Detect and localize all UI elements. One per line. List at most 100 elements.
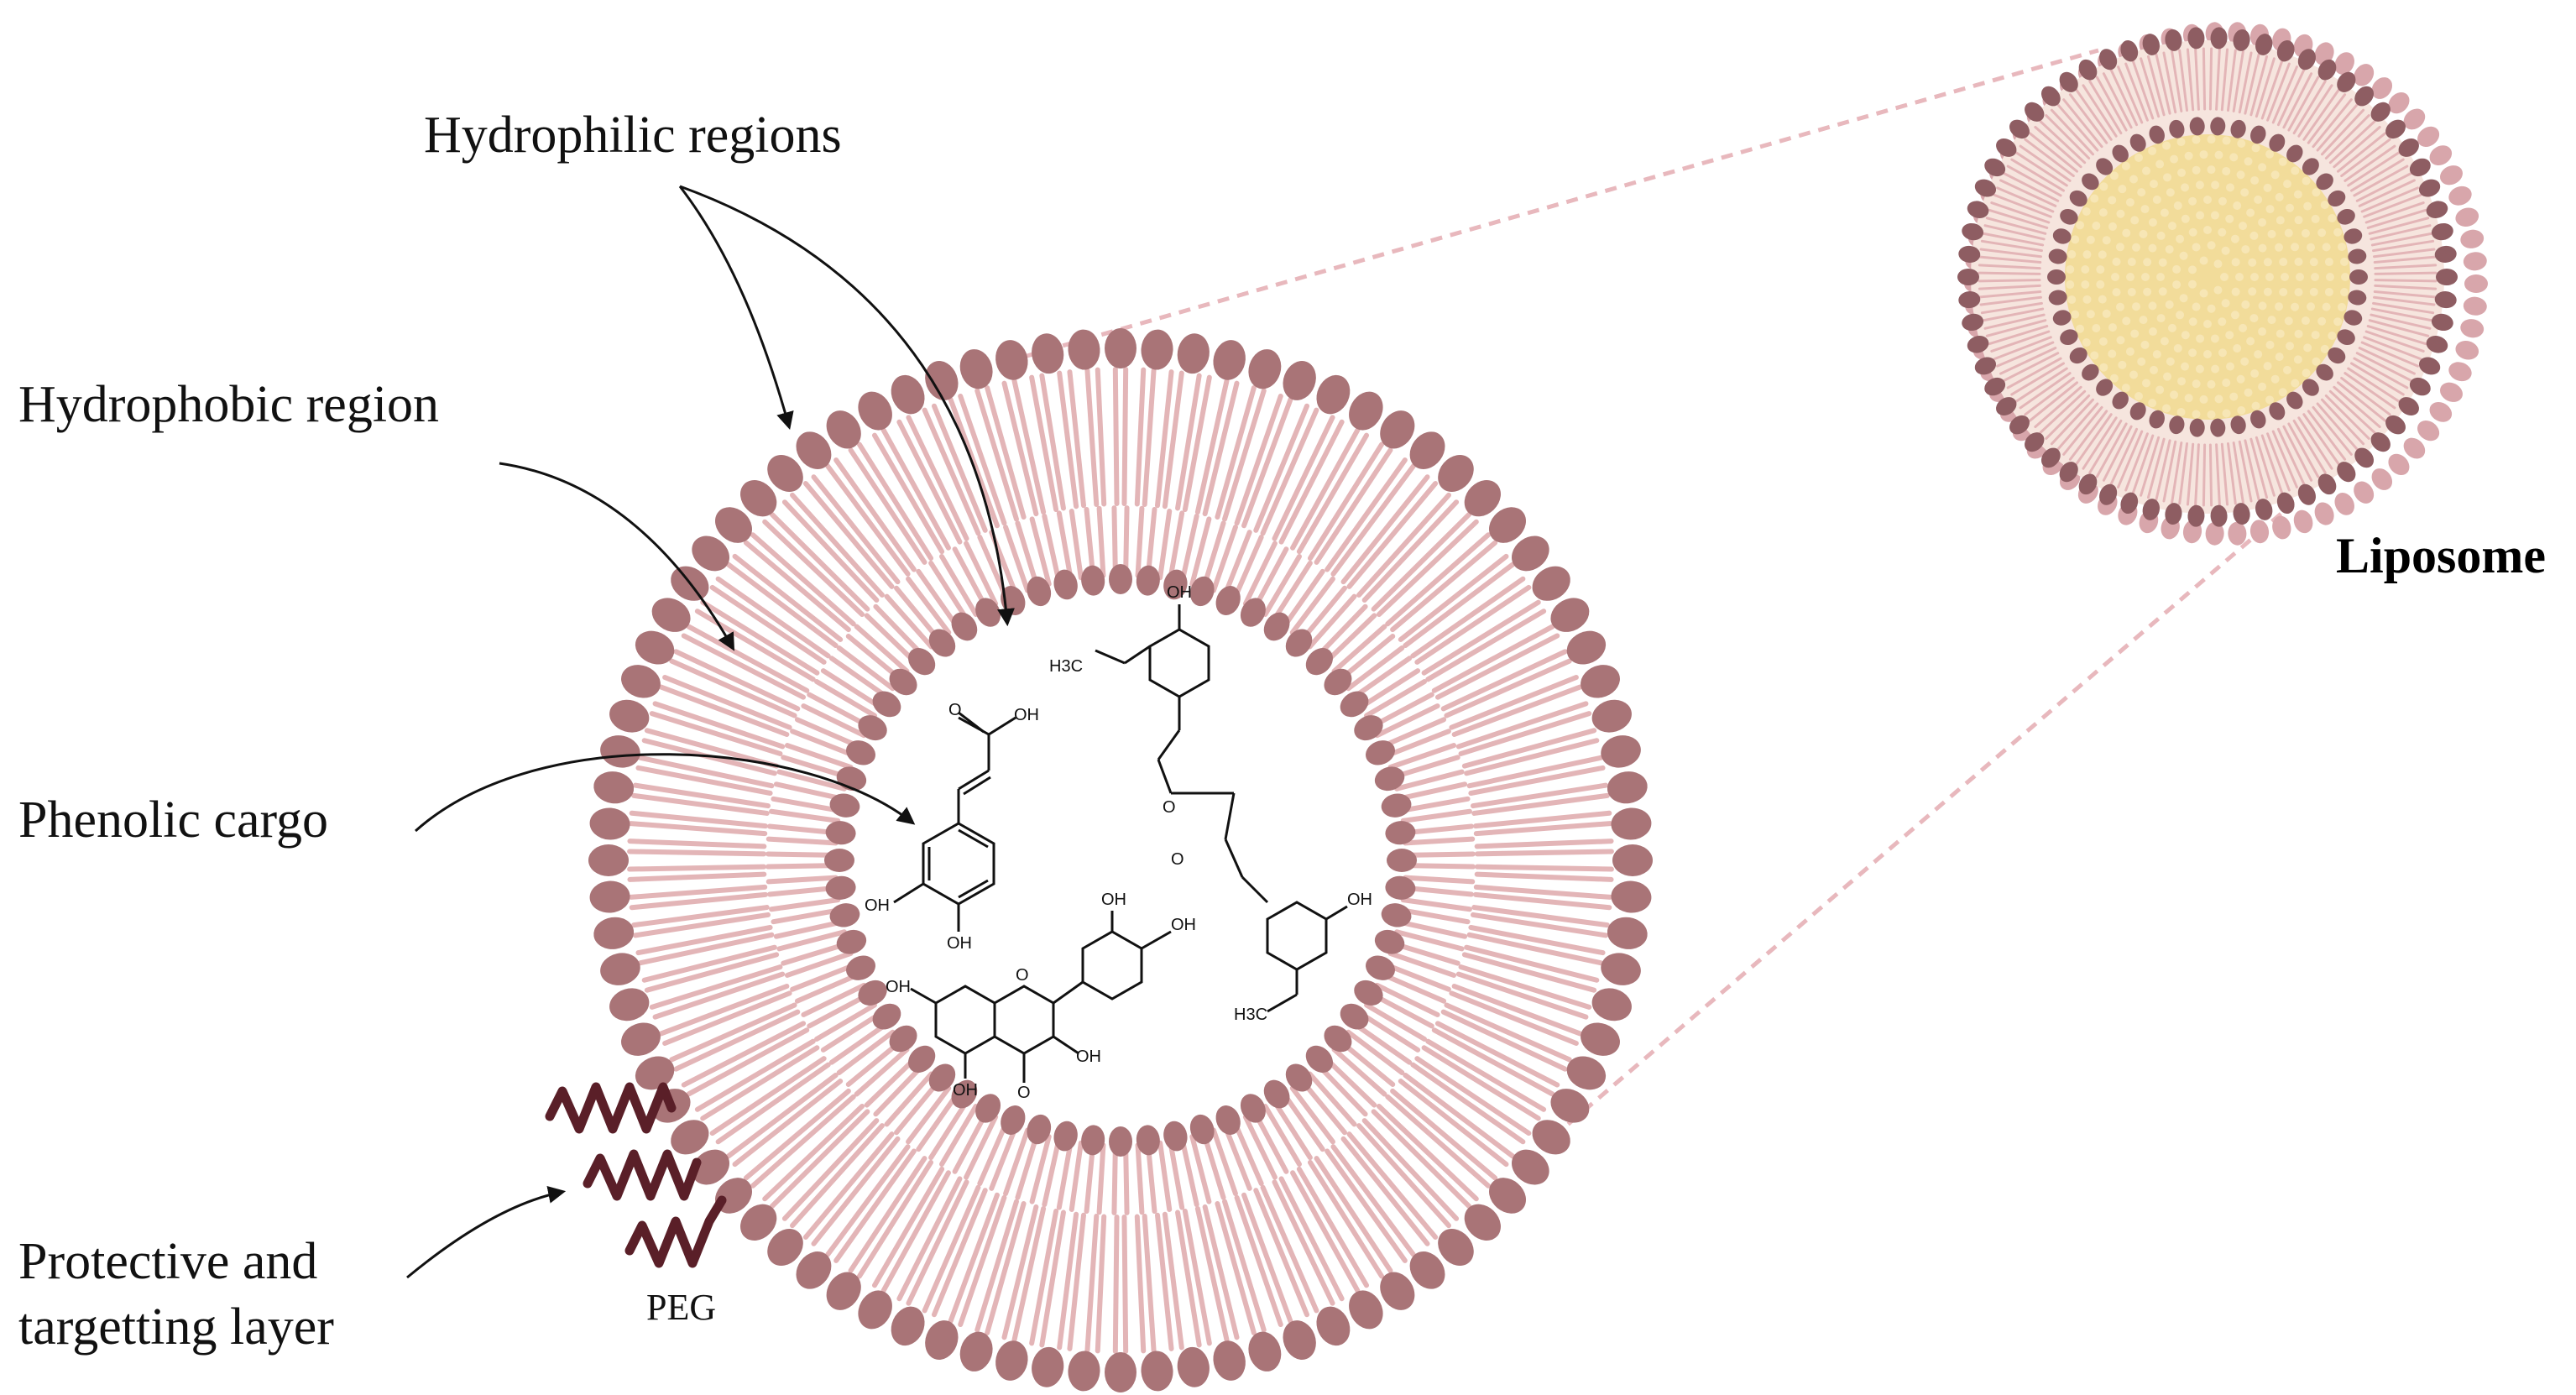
lipid-head — [846, 955, 875, 980]
lipid-tail — [1222, 1199, 1267, 1333]
lipid-tail — [985, 384, 1027, 520]
lipid-tail — [1289, 576, 1335, 635]
lipid-tail — [2373, 295, 2436, 306]
lipid-tail — [709, 584, 827, 665]
lipid-head — [1177, 333, 1210, 374]
lipid-tail — [1314, 1156, 1393, 1273]
core-dot — [2254, 350, 2263, 359]
lipid-tail — [1253, 1188, 1310, 1318]
lipid-tail — [2276, 68, 2306, 127]
core-dot — [2291, 243, 2300, 252]
lipid-tail — [1982, 232, 2045, 247]
lipid-head — [2418, 357, 2441, 375]
lipid-tail — [2045, 394, 2091, 440]
lipid-head-shadow — [2455, 207, 2479, 227]
lipid-head — [2343, 228, 2363, 244]
lipid-tail — [1400, 897, 1472, 912]
core-dot — [2203, 320, 2212, 328]
lipid-tail — [2006, 165, 2062, 197]
lipid-head-shadow — [2463, 252, 2487, 271]
lipid-tail — [1323, 1056, 1377, 1108]
lipid-tail — [1361, 1118, 1460, 1221]
lipid-head — [2255, 499, 2273, 520]
core-dot — [2150, 180, 2158, 189]
core-dot — [2311, 273, 2319, 281]
lipid-tail — [1069, 1140, 1084, 1212]
core-dot — [2222, 379, 2231, 388]
lipid-tail — [931, 403, 988, 533]
core-dot — [2109, 171, 2119, 180]
lipid-head — [907, 1045, 936, 1074]
lipid-head — [1566, 1056, 1607, 1090]
lipid-head-shadow — [2429, 401, 2453, 422]
core-dot — [2221, 246, 2230, 255]
lipid-head — [1984, 158, 2006, 177]
lipid-tail — [1001, 1204, 1039, 1340]
lipid-head — [1141, 1351, 1173, 1392]
core-dot — [2156, 273, 2165, 281]
core-dot — [2121, 384, 2130, 393]
lipid-tail — [1402, 885, 1475, 897]
lipid-tail — [2202, 47, 2207, 111]
core-dot — [2096, 280, 2105, 289]
lipid-tail — [1978, 284, 2041, 290]
core-dot — [2116, 209, 2125, 218]
lipid-tail — [864, 1056, 918, 1108]
core-dot — [2265, 395, 2275, 405]
core-dot — [2134, 153, 2143, 162]
core-dot — [2211, 180, 2220, 190]
lipid-tail — [2131, 434, 2155, 494]
core-dot — [2148, 399, 2157, 408]
core-dot — [2179, 251, 2188, 260]
lipid-tail — [628, 821, 768, 837]
lipid-tail — [1345, 1029, 1405, 1075]
lipid-tail — [1057, 370, 1079, 509]
lipid-tail — [2255, 57, 2276, 118]
lipid-head — [2233, 503, 2250, 525]
bilayer-tails — [627, 367, 1614, 1354]
lipid-tail — [1473, 821, 1613, 837]
lipid-tail — [1112, 1214, 1120, 1354]
lipid-tail — [681, 1021, 807, 1088]
core-dot — [2250, 273, 2259, 281]
lipid-tail — [1067, 1212, 1087, 1351]
lipid-tail — [1394, 929, 1465, 952]
lipid-tail — [2372, 239, 2435, 253]
lipid-tail — [1084, 368, 1100, 507]
label-peg: PEG — [646, 1287, 717, 1328]
lipid-tail — [2029, 381, 2079, 422]
core-dot — [2199, 394, 2208, 404]
core-dot — [2207, 379, 2216, 389]
lipid-head — [600, 953, 640, 985]
lipid-tail — [631, 792, 770, 816]
core-dot — [2165, 300, 2174, 309]
lipid-tail — [1398, 553, 1509, 642]
zoom-line-bottom — [1551, 510, 2285, 1139]
lipid-head — [928, 1063, 956, 1092]
lipid-tail — [1471, 905, 1610, 928]
lipid-tail — [1262, 553, 1302, 617]
lipid-head-shadow — [2228, 521, 2247, 546]
lipid-tail — [873, 603, 925, 658]
core-dot — [2163, 372, 2172, 381]
core-dot — [2192, 135, 2201, 144]
core-dot — [2251, 144, 2260, 153]
lipid-tail — [2232, 441, 2244, 504]
core-dot — [2207, 304, 2216, 313]
lipid-tail — [2124, 432, 2149, 492]
lipid-tail — [1307, 593, 1357, 650]
core-dot — [2246, 208, 2255, 217]
lipid-tail — [743, 540, 851, 633]
lipid-tail — [2062, 98, 2103, 149]
lipid-tail — [2226, 441, 2237, 505]
core-dot — [2127, 287, 2136, 296]
lipid-tail — [2117, 65, 2144, 124]
lipid-tail — [2355, 352, 2412, 382]
core-dot — [2231, 258, 2240, 267]
lipid-head — [1974, 179, 1997, 197]
lipid-tail — [2366, 208, 2427, 229]
core-dot — [2291, 166, 2300, 175]
lipid-tail — [939, 553, 979, 617]
lipid-head-shadow — [2403, 108, 2426, 130]
lipid-head — [1366, 740, 1395, 765]
